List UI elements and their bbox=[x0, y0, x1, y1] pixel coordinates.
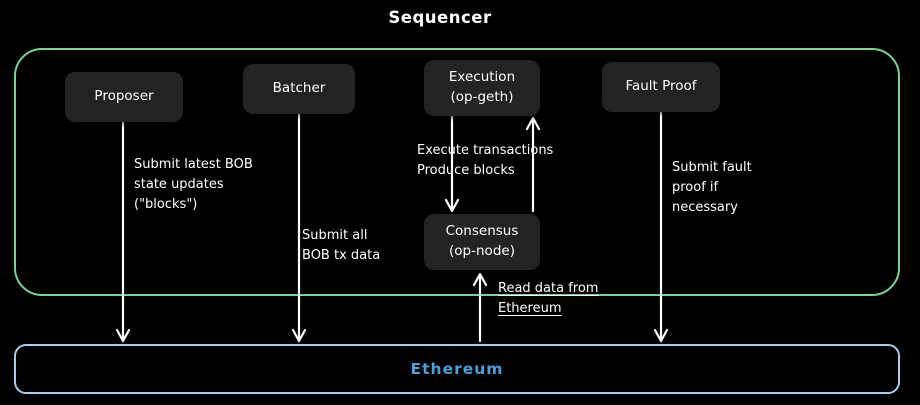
edge-label-line: BOB tx data bbox=[302, 248, 381, 264]
edge-label-line: Execute transactions bbox=[417, 143, 554, 158]
edge-label-line: Submit all bbox=[302, 228, 368, 243]
edge-label-ethereum-to-consensus: Read data from Ethereum bbox=[498, 279, 598, 319]
node-batcher: Batcher bbox=[243, 64, 355, 114]
edge-label-line: state updates bbox=[134, 177, 224, 193]
node-consensus-label-line2: (op-node) bbox=[449, 243, 515, 259]
edge-label-line: necessary bbox=[672, 200, 738, 216]
sequencer-container bbox=[14, 48, 900, 296]
node-execution: Execution (op-geth) bbox=[424, 60, 540, 116]
node-proposer-label: Proposer bbox=[94, 88, 154, 105]
node-consensus: Consensus (op-node) bbox=[424, 214, 540, 270]
node-execution-label-line2: (op-geth) bbox=[450, 89, 514, 105]
node-ethereum-label: Ethereum bbox=[410, 360, 504, 378]
node-ethereum: Ethereum bbox=[14, 344, 900, 394]
edge-label-line: Produce blocks bbox=[417, 163, 515, 179]
node-fault-proof: Fault Proof bbox=[602, 62, 720, 112]
edge-label-proposer-to-ethereum: Submit latest BOB state updates ("blocks… bbox=[134, 155, 253, 215]
diagram-title: Sequencer bbox=[388, 8, 492, 27]
edge-label-batcher-to-ethereum: Submit all BOB tx data bbox=[302, 226, 380, 266]
edge-label-faultproof-to-ethereum: Submit fault proof if necessary bbox=[672, 158, 752, 218]
edge-label-execution-consensus: Execute transactions Produce blocks bbox=[417, 141, 553, 181]
edge-label-line: Submit latest BOB bbox=[134, 157, 253, 172]
edge-label-line: ("blocks") bbox=[134, 197, 198, 213]
node-batcher-label: Batcher bbox=[272, 80, 326, 97]
edge-label-line: Ethereum bbox=[498, 301, 562, 317]
edge-label-line: proof if bbox=[672, 180, 719, 196]
edge-label-line: Read data from bbox=[498, 281, 599, 296]
node-proposer: Proposer bbox=[65, 72, 183, 122]
node-execution-label-line1: Execution bbox=[448, 69, 516, 86]
node-fault-proof-label: Fault Proof bbox=[625, 78, 697, 95]
node-consensus-label-line1: Consensus bbox=[445, 223, 519, 240]
edge-label-line: Submit fault bbox=[672, 160, 752, 175]
